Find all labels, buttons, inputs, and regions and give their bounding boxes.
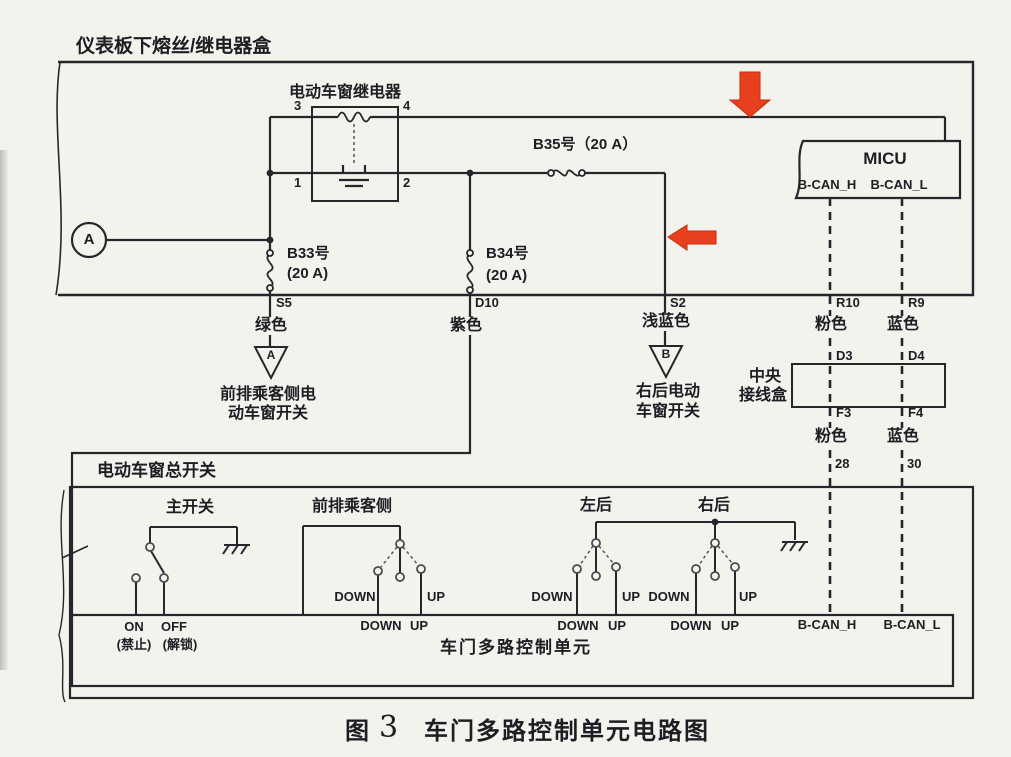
bus-bcan-l: B-CAN_L (883, 617, 941, 632)
control-unit-label: 车门多路控制单元 (440, 638, 592, 657)
rightrear-switch-label: 右后 (697, 497, 731, 514)
passenger-up-bottom: UP (409, 618, 429, 633)
micu-bcan-l: B-CAN_L (870, 177, 928, 192)
rightrear-up-bottom: UP (720, 618, 740, 633)
leftrear-down-bottom: DOWN (557, 618, 599, 633)
main-switch-on-sub: (禁止) (116, 637, 152, 652)
leftrear-up-top: UP (621, 589, 641, 604)
fuse-b33-amp: (20 A) (287, 265, 329, 282)
passenger-down-bottom: DOWN (360, 618, 402, 633)
connector-d3: D3 (836, 348, 853, 363)
micu-box (794, 139, 962, 200)
wire-color-purple: 紫色 (447, 317, 485, 335)
torn-left-edge-bottom (58, 489, 66, 703)
relay-label: 电动车窗继电器 (289, 84, 402, 101)
switch-contacts (131, 538, 740, 583)
dest-rightrear-switch-line1: 右后电动 (635, 383, 701, 400)
junction-box-label-line1: 中央 (748, 368, 782, 385)
caption-fig: 图 (345, 718, 371, 745)
pin-30: 30 (907, 456, 922, 471)
micu-label: MICU (863, 149, 907, 168)
connector-r10: R10 (836, 295, 860, 310)
fuse-b33-symbol (266, 249, 274, 292)
wire-color-blue-top: 蓝色 (884, 316, 922, 334)
fuse-b35-symbol (547, 169, 586, 177)
right-rear-switch (695, 522, 736, 615)
bus-bcan-h: B-CAN_H (797, 617, 857, 632)
wire-color-green: 绿色 (252, 317, 290, 335)
connector-s5: S5 (276, 295, 292, 310)
control-unit-box (70, 613, 955, 688)
wire-color-lightblue: 浅蓝色 (639, 313, 693, 331)
junction-dots (266, 169, 719, 526)
ground-symbol-main (222, 544, 250, 555)
pin-28: 28 (835, 456, 850, 471)
relay-pin3: 3 (294, 98, 302, 113)
main-switch-on: ON (124, 619, 144, 634)
master-switch-box-title: 电动车窗总开关 (97, 461, 216, 480)
passenger-switch-label: 前排乘客侧 (311, 498, 393, 515)
wire-color-pink-top: 粉色 (812, 316, 850, 334)
red-left-arrow (667, 224, 717, 251)
fuse-b33-name: B33号 (287, 245, 330, 262)
connector-f3: F3 (836, 405, 852, 420)
connector-f4: F4 (908, 405, 924, 420)
relay-pin2: 2 (403, 175, 411, 190)
relay-pin1: 1 (294, 175, 302, 190)
dest-rightrear-switch-line2: 车窗开关 (635, 403, 701, 420)
junction-box-label-line2: 接线盒 (738, 387, 788, 404)
caption-number: 3 (379, 710, 399, 745)
red-down-arrow (728, 71, 772, 118)
connector-r9: R9 (908, 295, 925, 310)
left-rear-switch (576, 521, 796, 615)
fuse-b35-label: B35号（20 A） (533, 136, 638, 153)
caption-title: 车门多路控制单元电路图 (424, 718, 710, 745)
dest-passenger-switch-line2: 动车窗开关 (227, 405, 309, 422)
circle-a-letter: A (83, 231, 95, 248)
rightrear-down-bottom: DOWN (670, 618, 712, 633)
main-switch (135, 526, 238, 615)
relay-contact-symbol (339, 165, 369, 188)
passenger-switch (302, 525, 422, 615)
ground-symbol-rear (780, 541, 808, 552)
central-junction-box (791, 363, 946, 408)
leftrear-up-bottom: UP (607, 618, 627, 633)
main-switch-off: OFF (161, 619, 187, 634)
triangle-b-letter: B (661, 347, 671, 361)
break-mark (61, 545, 89, 559)
passenger-up-top: UP (426, 589, 446, 604)
fuse-b34-symbol (466, 249, 474, 294)
connector-s2: S2 (670, 295, 686, 310)
dest-passenger-switch-line1: 前排乘客侧电 (219, 386, 317, 403)
main-switch-label: 主开关 (165, 499, 215, 516)
connector-d4: D4 (908, 348, 925, 363)
leftrear-switch-label: 左后 (579, 497, 613, 514)
leftrear-down-top: DOWN (531, 589, 573, 604)
main-switch-off-sub: (解锁) (162, 637, 198, 652)
relay-box (311, 106, 399, 202)
rightrear-down-top: DOWN (648, 589, 690, 604)
wire-color-pink-bottom: 粉色 (812, 428, 850, 446)
fuse-b34-amp: (20 A) (486, 267, 528, 284)
torn-left-edge-top (55, 61, 62, 296)
passenger-down-top: DOWN (334, 589, 376, 604)
wire-color-blue-bottom: 蓝色 (884, 428, 922, 446)
triangle-connectors (253, 345, 684, 381)
connector-d10: D10 (475, 295, 499, 310)
fuse-b34-name: B34号 (486, 245, 529, 262)
rightrear-up-top: UP (738, 589, 758, 604)
master-switch-box-outline (58, 485, 975, 703)
connector-circle-a (70, 221, 108, 259)
page-curl-shadow (0, 150, 9, 670)
fuse-box-title: 仪表板下熔丝/继电器盒 (76, 36, 272, 57)
fuse-relay-box-outline (55, 60, 975, 297)
relay-coil-symbol (337, 111, 371, 123)
relay-pin4: 4 (403, 98, 411, 113)
triangle-a-letter: A (266, 348, 276, 362)
micu-bcan-h: B-CAN_H (797, 177, 857, 192)
